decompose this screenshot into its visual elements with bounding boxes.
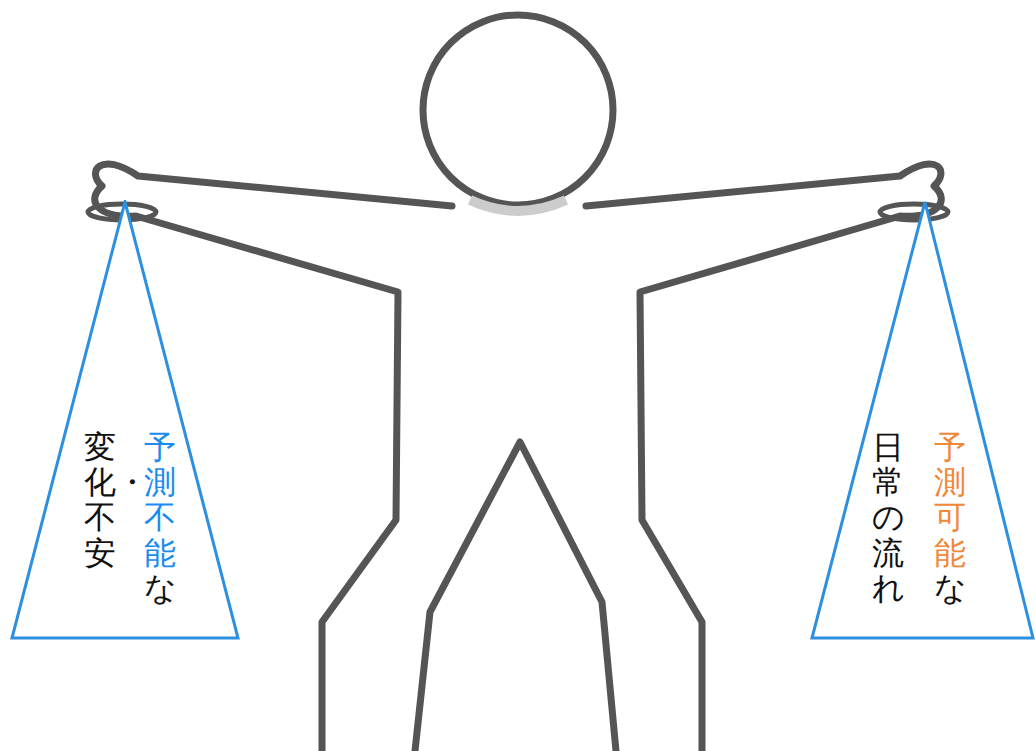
triangle-shape: [812, 202, 1033, 638]
body-text: 日常の流れ: [872, 430, 904, 606]
right-hand-loop: [880, 204, 948, 220]
text-column: 予測不能な: [144, 430, 176, 606]
figure-head: [423, 15, 613, 205]
chin-shadow: [470, 200, 566, 211]
emphasis-text: 予測不能: [144, 430, 176, 571]
triangle-outline: [810, 200, 1035, 640]
figure-body: [95, 164, 942, 751]
text-column: 予測可能な: [934, 430, 966, 606]
body-text: な: [144, 571, 176, 606]
balance-pan: 予測可能な日常の流れ: [810, 200, 1035, 640]
balance-pan: 予測不能な変化・不安: [10, 200, 240, 640]
text-column: 日常の流れ: [872, 430, 904, 606]
triangle-outline: [10, 200, 240, 640]
emphasis-text: 予測可能: [934, 430, 966, 571]
triangle-shape: [12, 202, 238, 638]
text-column: 変化・不安: [84, 430, 116, 571]
body-text: な: [934, 571, 966, 606]
body-text: 変化・不安: [84, 430, 116, 571]
